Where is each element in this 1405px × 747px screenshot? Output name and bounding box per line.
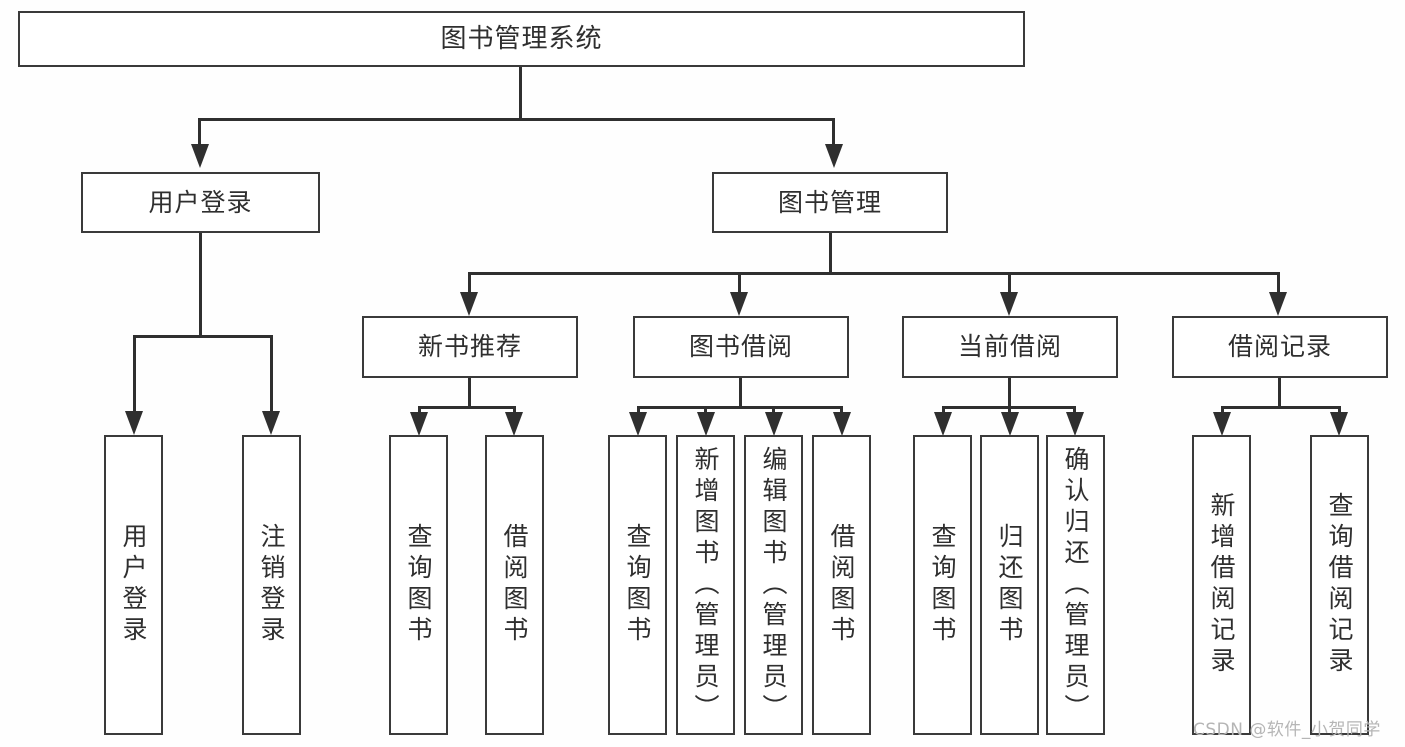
connector-userlogin-bar — [133, 335, 273, 338]
arrowhead-newbook-leaf-1 — [410, 412, 428, 436]
arrowhead-to-new-book — [460, 292, 478, 316]
connector-root-stem — [519, 67, 522, 118]
connector-newbook-bar — [418, 406, 516, 409]
node-leaf-query-borrow-record[interactable]: 查询借阅记录 — [1310, 435, 1369, 735]
connector-bookmanage-drop-3 — [1008, 272, 1011, 292]
connector-bookmanage-drop-2 — [738, 272, 741, 292]
node-label: 查询图书 — [623, 523, 652, 647]
connector-newbook-drop-2 — [513, 406, 516, 414]
arrowhead-to-current-borrow — [1000, 292, 1018, 316]
connector-bookborrow-drop-4 — [840, 406, 843, 414]
connector-bookmanage-drop-1 — [468, 272, 471, 292]
arrowhead-to-book-manage — [825, 144, 843, 168]
node-label: 用户登录 — [119, 523, 148, 647]
connector-newbook-stem — [468, 378, 471, 406]
node-label: 注销登录 — [257, 523, 286, 647]
connector-bookmanage-bar — [468, 272, 1280, 275]
node-label: 查询图书 — [404, 523, 433, 647]
connector-newbook-drop-1 — [418, 406, 421, 414]
arrowhead-to-book-borrow — [730, 292, 748, 316]
connector-root-bar — [198, 118, 835, 121]
node-label: 确认归还（管理员） — [1061, 445, 1090, 725]
arrowhead-currentborrow-leaf-1 — [934, 412, 952, 436]
node-label: 图书管理 — [777, 187, 882, 217]
node-label: 当前借阅 — [957, 332, 1062, 362]
arrowhead-bookborrow-leaf-1 — [629, 412, 647, 436]
node-label: 查询借阅记录 — [1325, 492, 1354, 678]
node-book-manage[interactable]: 图书管理 — [712, 172, 948, 233]
connector-bookmanage-drop-4 — [1277, 272, 1280, 292]
arrowhead-borrowrecord-leaf-2 — [1330, 412, 1348, 436]
connector-borrowrecord-bar — [1221, 406, 1341, 409]
node-leaf-add-book-admin[interactable]: 新增图书（管理员） — [676, 435, 735, 735]
arrowhead-userlogin-leaf-1 — [125, 411, 143, 435]
connector-currentborrow-stem — [1008, 378, 1011, 406]
node-user-login[interactable]: 用户登录 — [81, 172, 320, 233]
node-label: 编辑图书（管理员） — [759, 445, 788, 725]
arrowhead-userlogin-leaf-2 — [262, 411, 280, 435]
connector-borrowrecord-drop-1 — [1221, 406, 1224, 414]
connector-bookmanage-stem — [829, 233, 832, 272]
arrowhead-borrowrecord-leaf-1 — [1213, 412, 1231, 436]
connector-userlogin-drop-2 — [270, 335, 273, 411]
node-leaf-return-book[interactable]: 归还图书 — [980, 435, 1039, 735]
connector-bookborrow-drop-2 — [704, 406, 707, 414]
node-leaf-query-book-borrow[interactable]: 查询图书 — [608, 435, 667, 735]
node-leaf-user-login[interactable]: 用户登录 — [104, 435, 163, 735]
connector-root-drop-left — [198, 118, 201, 144]
connector-borrowrecord-stem — [1278, 378, 1281, 406]
connector-borrowrecord-drop-2 — [1338, 406, 1341, 414]
node-label: 图书借阅 — [688, 332, 793, 362]
node-root-system[interactable]: 图书管理系统 — [18, 11, 1025, 67]
node-leaf-add-borrow-record[interactable]: 新增借阅记录 — [1192, 435, 1251, 735]
connector-userlogin-drop-1 — [133, 335, 136, 411]
node-label: 借阅记录 — [1227, 332, 1332, 362]
node-leaf-edit-book-admin[interactable]: 编辑图书（管理员） — [744, 435, 803, 735]
node-book-borrow[interactable]: 图书借阅 — [633, 316, 849, 378]
connector-currentborrow-drop-1 — [942, 406, 945, 414]
node-current-borrow[interactable]: 当前借阅 — [902, 316, 1118, 378]
connector-currentborrow-drop-3 — [1073, 406, 1076, 414]
node-label: 新书推荐 — [417, 332, 522, 362]
node-leaf-logout[interactable]: 注销登录 — [242, 435, 301, 735]
arrowhead-bookborrow-leaf-3 — [765, 412, 783, 436]
node-label: 归还图书 — [995, 523, 1024, 647]
connector-currentborrow-drop-2 — [1008, 406, 1011, 414]
arrowhead-currentborrow-leaf-3 — [1066, 412, 1084, 436]
node-label: 图书管理系统 — [440, 23, 603, 54]
arrowhead-bookborrow-leaf-4 — [833, 412, 851, 436]
arrowhead-to-user-login — [191, 144, 209, 168]
arrowhead-newbook-leaf-2 — [505, 412, 523, 436]
node-new-book-recommend[interactable]: 新书推荐 — [362, 316, 578, 378]
node-leaf-query-book-current[interactable]: 查询图书 — [913, 435, 972, 735]
node-label: 查询图书 — [928, 523, 957, 647]
arrowhead-currentborrow-leaf-2 — [1001, 412, 1019, 436]
connector-bookborrow-bar — [637, 406, 843, 409]
node-leaf-borrow-book-recommend[interactable]: 借阅图书 — [485, 435, 544, 735]
node-leaf-borrow-book[interactable]: 借阅图书 — [812, 435, 871, 735]
node-leaf-query-book-recommend[interactable]: 查询图书 — [389, 435, 448, 735]
node-label: 新增借阅记录 — [1207, 492, 1236, 678]
node-label: 借阅图书 — [500, 523, 529, 647]
watermark-text: CSDN @软件_小贺同学 — [1193, 720, 1381, 740]
connector-bookborrow-drop-1 — [637, 406, 640, 414]
node-borrow-record[interactable]: 借阅记录 — [1172, 316, 1388, 378]
node-leaf-confirm-return-admin[interactable]: 确认归还（管理员） — [1046, 435, 1105, 735]
connector-userlogin-stem — [199, 233, 202, 335]
connector-bookborrow-drop-3 — [772, 406, 775, 414]
node-label: 借阅图书 — [827, 523, 856, 647]
connector-root-drop-right — [832, 118, 835, 144]
connector-bookborrow-stem — [739, 378, 742, 406]
node-label: 用户登录 — [148, 187, 253, 217]
arrowhead-to-borrow-record — [1269, 292, 1287, 316]
arrowhead-bookborrow-leaf-2 — [697, 412, 715, 436]
node-label: 新增图书（管理员） — [691, 445, 720, 725]
